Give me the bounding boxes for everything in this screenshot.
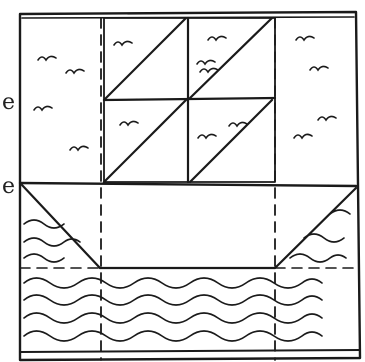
wave-left-3: [24, 254, 64, 262]
bird-11: [229, 122, 247, 126]
bird-10: [198, 134, 216, 138]
bird-1: [38, 56, 56, 60]
bird-15: [318, 116, 336, 120]
wave-row-2: [24, 295, 322, 305]
bird-7: [208, 36, 226, 40]
bird-8: [197, 60, 215, 64]
bird-6: [120, 121, 138, 125]
wave-right-3: [290, 254, 346, 262]
bird-2: [66, 69, 84, 73]
wave-left-2: [24, 238, 80, 246]
sail-diagonal-3: [104, 100, 186, 182]
bird-12: [296, 36, 314, 40]
sail-diagonal-2: [190, 18, 272, 98]
wave-row-1: [24, 278, 322, 288]
wave-right-2: [304, 234, 344, 242]
hull-top-line: [20, 183, 356, 186]
bird-13: [310, 66, 328, 70]
birds-group: [34, 36, 336, 150]
sail-diagonal-1: [104, 18, 186, 100]
waves-group: [24, 210, 350, 341]
wave-row-4: [24, 331, 322, 341]
bird-4: [70, 146, 88, 150]
wave-row-3: [24, 313, 322, 323]
left-edge-glyph-2: e: [2, 176, 15, 198]
bottom-inner-line: [20, 350, 360, 352]
sail-diagonal-4: [190, 100, 272, 182]
bird-9: [200, 68, 218, 72]
bird-3: [34, 106, 52, 110]
bird-5: [114, 41, 132, 45]
bird-14: [294, 134, 312, 138]
left-edge-glyph-1: e: [2, 92, 15, 114]
